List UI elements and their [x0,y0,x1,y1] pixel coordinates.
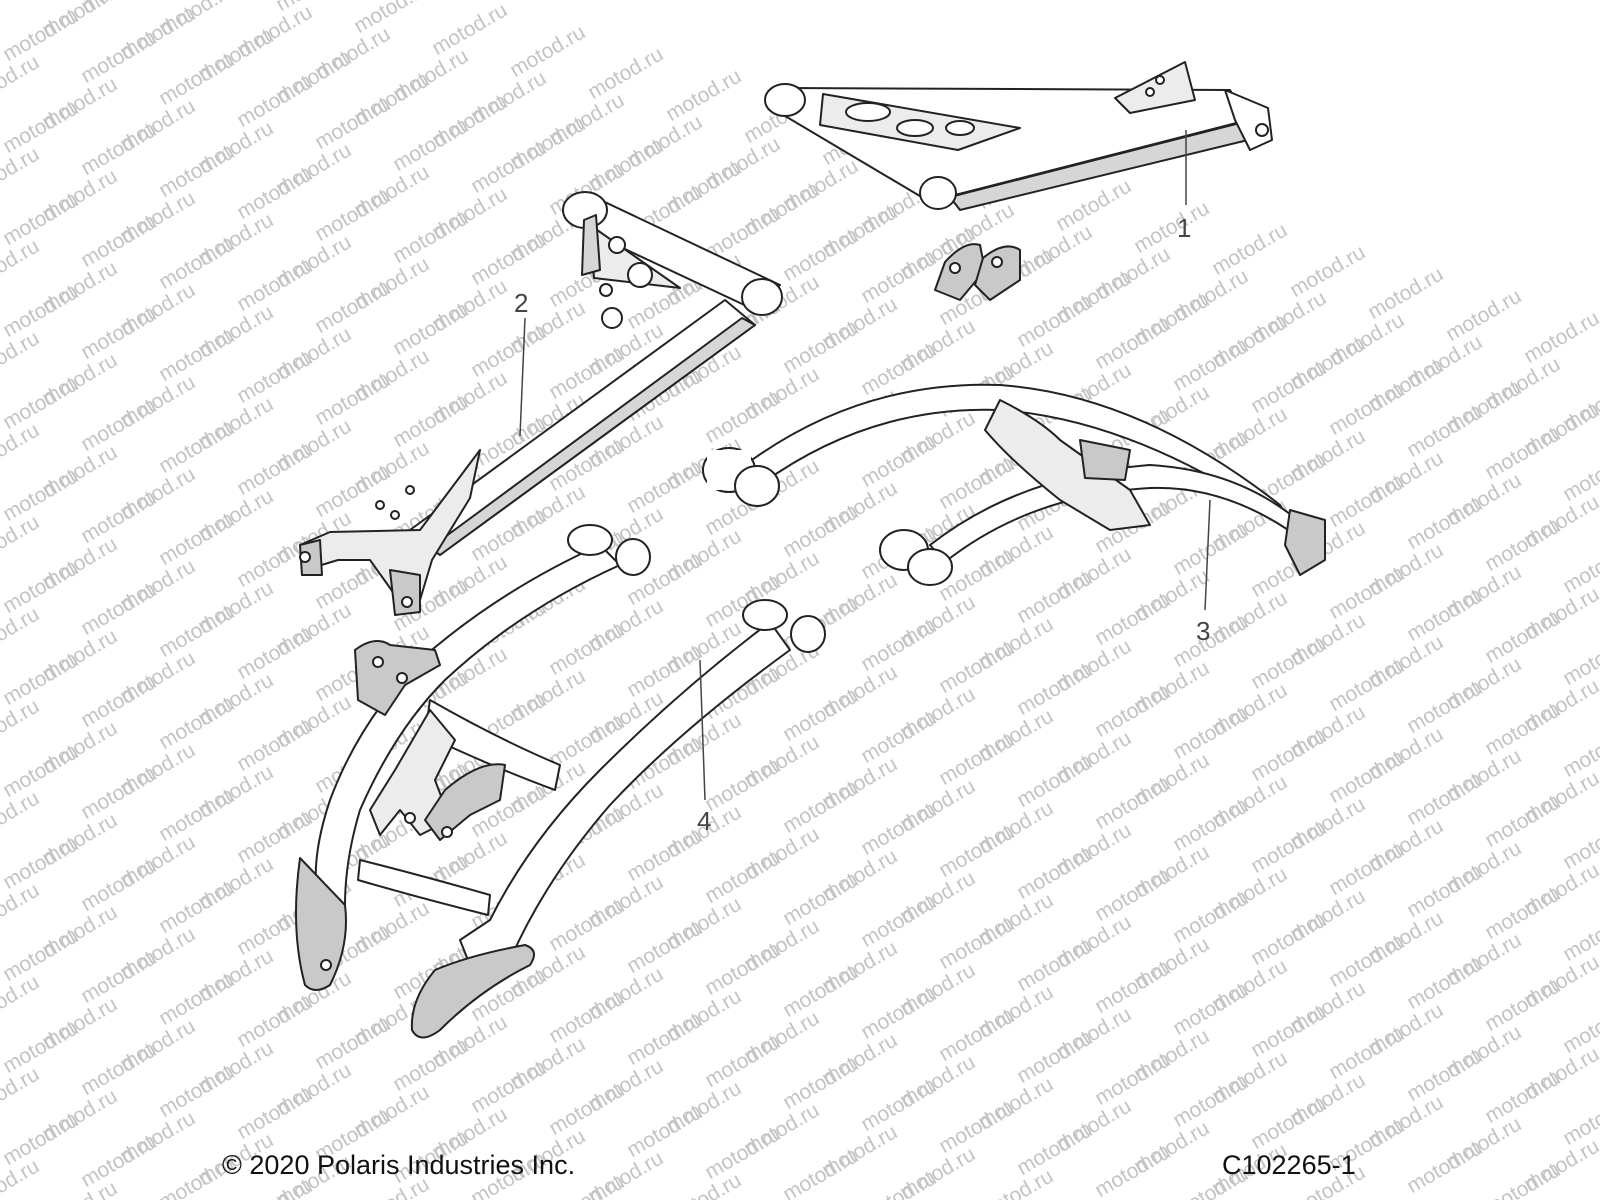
callout-3: 3 [1196,616,1211,646]
leader-lines [519,130,1211,801]
part-1-upper-arm [764,61,1273,211]
callout-4: 4 [697,806,712,836]
copyright-text: © 2020 Polaris Industries Inc. [222,1150,576,1180]
part-3-lower-arm [702,243,1326,586]
diagram-id: C102265-1 [1222,1150,1356,1180]
callout-1: 1 [1177,213,1192,243]
callout-2: 2 [514,288,529,318]
part-4-lower-arm [295,524,826,1039]
part-2-upper-arm [299,191,783,616]
